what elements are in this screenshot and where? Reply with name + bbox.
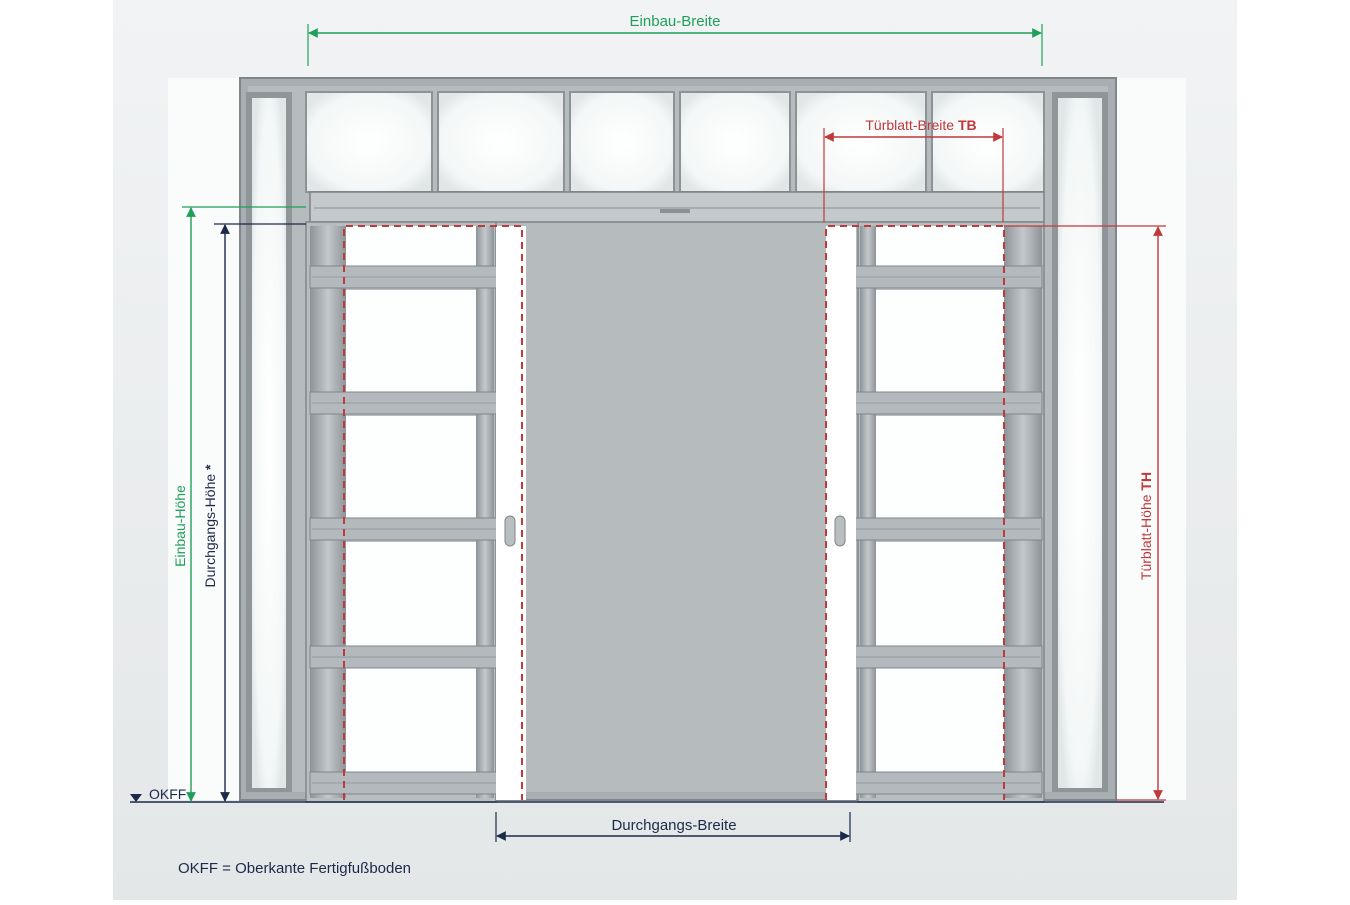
dimension-tuerblatt-hoehe: Türblatt-Höhe TH [1004, 225, 1166, 801]
header-panel [569, 91, 675, 193]
end-column-left-inner [252, 98, 286, 788]
left-cassette-inner-stud [476, 226, 494, 798]
left-cassette [305, 221, 515, 803]
header-panel [305, 91, 433, 193]
cassette-panel [876, 668, 1004, 772]
durchgangs-hoehe-mark: * [202, 464, 218, 470]
durchgangs-breite-label: Durchgangs-Breite [611, 817, 736, 834]
einbau-breite-label: Einbau-Breite [630, 13, 721, 30]
tuerblatt-hoehe-label: Türblatt-Höhe TH [1138, 472, 1154, 580]
cassette-panel [346, 226, 476, 266]
cassette-panel [876, 542, 1004, 646]
header-panel [931, 91, 1045, 193]
dimension-einbau-hoehe: Einbau-Höhe [172, 206, 306, 802]
door-handle-left [504, 515, 516, 547]
okff-label: OKFF [149, 786, 186, 802]
cassette-panel [346, 416, 476, 518]
einbau-hoehe-label: Einbau-Höhe [172, 485, 188, 567]
track-center-mark [660, 209, 690, 213]
right-cassette-inner-stud [860, 226, 876, 798]
tuerblatt-hoehe-text: Türblatt-Höhe [1138, 491, 1154, 580]
door-leaf-right-outline [825, 225, 1005, 800]
right-cassette [839, 221, 1045, 803]
cassette-panel [876, 416, 1004, 518]
door-leaf-right-edge [826, 226, 856, 800]
end-column-right-inner [1058, 98, 1102, 788]
right-cassette-outer-stud [1004, 226, 1042, 798]
okff-marker: OKFF [130, 786, 186, 802]
durchgangs-hoehe-text: Durchgangs-Höhe [202, 470, 218, 588]
left-cassette-panels [309, 226, 515, 795]
durchgangs-hoehe-label: Durchgangs-Höhe * [202, 464, 218, 588]
left-cassette-outer-stud [310, 226, 346, 798]
door-handle-right [834, 515, 846, 547]
dimension-durchgangs-hoehe: Durchgangs-Höhe * [202, 223, 306, 802]
tuerblatt-hoehe-code: TH [1138, 472, 1154, 491]
tuerblatt-breite-code: TB [958, 117, 977, 133]
okff-triangle [130, 794, 142, 802]
header-panel [679, 91, 791, 193]
tuerblatt-breite-text: Türblatt-Breite [865, 117, 958, 133]
header-panel [795, 91, 927, 193]
cassette-panel [346, 668, 476, 772]
dimension-einbau-breite: Einbau-Breite [307, 13, 1043, 66]
door-leaf-outlines [343, 225, 1005, 800]
dimension-durchgangs-breite: Durchgangs-Breite [495, 812, 851, 842]
cassette-panel [876, 290, 1004, 392]
cassette-panel [876, 226, 1004, 266]
footnote: OKFF = Oberkante Fertigfußboden [178, 860, 411, 877]
tuerblatt-breite-label: Türblatt-Breite TB [865, 117, 976, 133]
top-track [309, 191, 1045, 223]
cassette-panel [346, 290, 476, 392]
dimension-tuerblatt-breite: Türblatt-Breite TB [823, 117, 1004, 222]
header-panels [305, 91, 1045, 193]
right-cassette-panels [839, 226, 1043, 795]
wall-right [1114, 78, 1186, 800]
header-panel [437, 91, 565, 193]
cassette-panel [346, 542, 476, 646]
wall-left [168, 78, 242, 800]
door-leaf-left-outline [343, 225, 523, 800]
